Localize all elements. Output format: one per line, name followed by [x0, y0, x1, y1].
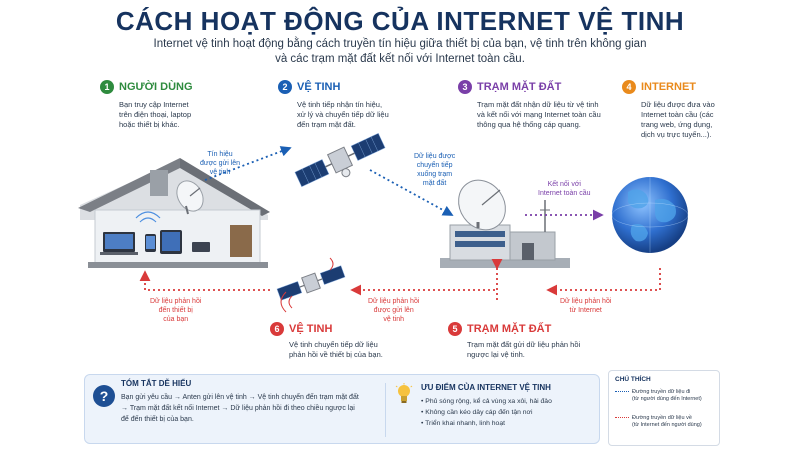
- step-ground-station: 3 TRẠM MẶT ĐẤT Trạm mặt đất nhận dữ liệu…: [458, 80, 601, 130]
- step-title: TRẠM MẶT ĐẤT: [477, 81, 562, 93]
- step-desc-line: Vệ tinh tiếp nhận tín hiệu,: [297, 100, 383, 109]
- advantages-list: Phủ sóng rộng, kể cả vùng xa xôi, hải đả…: [421, 396, 552, 429]
- advantages-title: ƯU ĐIỂM CỦA INTERNET VỆ TINH: [421, 383, 551, 392]
- arrow-uplink: [204, 146, 292, 181]
- step-title: VỆ TINH: [289, 323, 333, 335]
- page-subtitle: Internet vệ tinh hoạt động bằng cách tru…: [153, 38, 647, 65]
- step-satellite-up: 2 VỆ TINH Vệ tinh tiếp nhận tín hiệu, xử…: [278, 80, 389, 130]
- summary-panel: ? TÓM TẮT DỄ HIỂU Bạn gửi yêu cầu → Ante…: [84, 374, 600, 444]
- lightbulb-icon: [395, 383, 413, 403]
- label-internet-link: Kết nối với Internet toàn cầu: [538, 181, 591, 197]
- list-item: Không cần kéo dây cáp đến tận nơi: [421, 407, 552, 418]
- step-title: NGƯỜI DÙNG: [119, 81, 193, 93]
- summary-divider: [385, 383, 386, 437]
- globe-illustration: [611, 177, 689, 253]
- step-number-badge: 1: [100, 80, 114, 94]
- page-title: CÁCH HOẠT ĐỘNG CỦA INTERNET VỆ TINH: [115, 6, 685, 36]
- step-desc-line: Trạm mặt đất gửi dữ liệu phản hồi: [467, 340, 581, 349]
- legend-item-outbound: Đường truyền dữ liệu đi (từ người dùng đ…: [615, 389, 719, 403]
- label-uplink: Tín hiệu được gửi lên vệ tinh: [200, 151, 241, 176]
- step-number-badge: 5: [448, 322, 462, 336]
- summary-text: Bạn gửi yêu cầu → Anten gửi lên vệ tinh …: [121, 394, 359, 423]
- step-desc-line: xử lý và chuyển tiếp dữ liệu: [297, 110, 389, 119]
- step-desc-line: phản hồi về thiết bị của bạn.: [289, 350, 383, 359]
- ground-station-illustration: [440, 179, 570, 268]
- label-return-up: Dữ liệu phản hồi được gửi lên vệ tinh: [368, 298, 420, 323]
- step-desc-line: Vệ tinh chuyển tiếp dữ liệu: [289, 340, 378, 349]
- satellite-top-illustration: [294, 132, 386, 188]
- label-return-internet: Dữ liệu phản hồi từ Internet: [560, 298, 612, 314]
- arrow-return-internet: [546, 268, 661, 296]
- step-title: VỆ TINH: [297, 81, 341, 93]
- step-desc-line: đến trạm mặt đất.: [297, 120, 356, 129]
- step-desc-line: và kết nối với mạng Internet toàn cầu: [477, 110, 601, 119]
- step-satellite-return: 6 VỆ TINH Vệ tinh chuyển tiếp dữ liệu ph…: [270, 322, 383, 360]
- house-illustration: [78, 158, 270, 268]
- step-number-badge: 3: [458, 80, 472, 94]
- step-desc-line: trên điện thoại, laptop: [119, 110, 192, 119]
- step-desc-line: Internet toàn cầu (các: [641, 110, 714, 119]
- legend-item-inbound: Đường truyền dữ liệu về (từ Internet đến…: [615, 415, 719, 429]
- list-item: Triển khai nhanh, linh hoạt: [421, 418, 552, 429]
- question-icon: ?: [93, 385, 115, 407]
- step-desc-line: ngược lại vệ tinh.: [467, 350, 525, 359]
- legend-panel: CHÚ THÍCH Đường truyền dữ liệu đi (từ ng…: [608, 370, 720, 446]
- arrow-return-device: [139, 270, 270, 291]
- satellite-bottom-illustration: [276, 265, 346, 301]
- step-desc-line: Dữ liệu được đưa vào: [641, 100, 715, 109]
- arrow-downlink: [369, 169, 454, 216]
- list-item: Phủ sóng rộng, kể cả vùng xa xôi, hải đả…: [421, 396, 552, 407]
- step-desc-line: Bạn truy cập Internet: [119, 100, 189, 109]
- step-number-badge: 4: [622, 80, 636, 94]
- step-desc-line: hoặc thiết bị khác.: [119, 120, 180, 129]
- step-internet: 4 INTERNET Dữ liệu được đưa vào Internet…: [622, 80, 715, 140]
- step-desc-line: Trạm mặt đất nhận dữ liệu từ vệ tinh: [477, 100, 599, 109]
- step-desc-line: dịch vụ trực tuyến...).: [641, 130, 712, 139]
- step-number-badge: 6: [270, 322, 284, 336]
- label-return-device: Dữ liệu phản hồi đến thiết bị của bạn: [150, 298, 202, 323]
- step-ground-station-return: 5 TRẠM MẶT ĐẤT Trạm mặt đất gửi dữ liệu …: [448, 322, 580, 360]
- legend-title: CHÚ THÍCH: [615, 376, 651, 383]
- label-downlink: Dữ liệu được chuyển tiếp xuống trạm mặt …: [414, 153, 456, 187]
- step-desc-line: trang web, ứng dụng,: [641, 120, 713, 129]
- step-title: INTERNET: [641, 81, 696, 93]
- step-number-badge: 2: [278, 80, 292, 94]
- step-title: TRẠM MẶT ĐẤT: [467, 323, 552, 335]
- step-user: 1 NGƯỜI DÙNG Bạn truy cập Internet trên …: [100, 80, 193, 130]
- step-desc-line: thông qua hệ thống cáp quang.: [477, 120, 581, 129]
- summary-title: TÓM TẮT DỄ HIỂU: [121, 379, 192, 388]
